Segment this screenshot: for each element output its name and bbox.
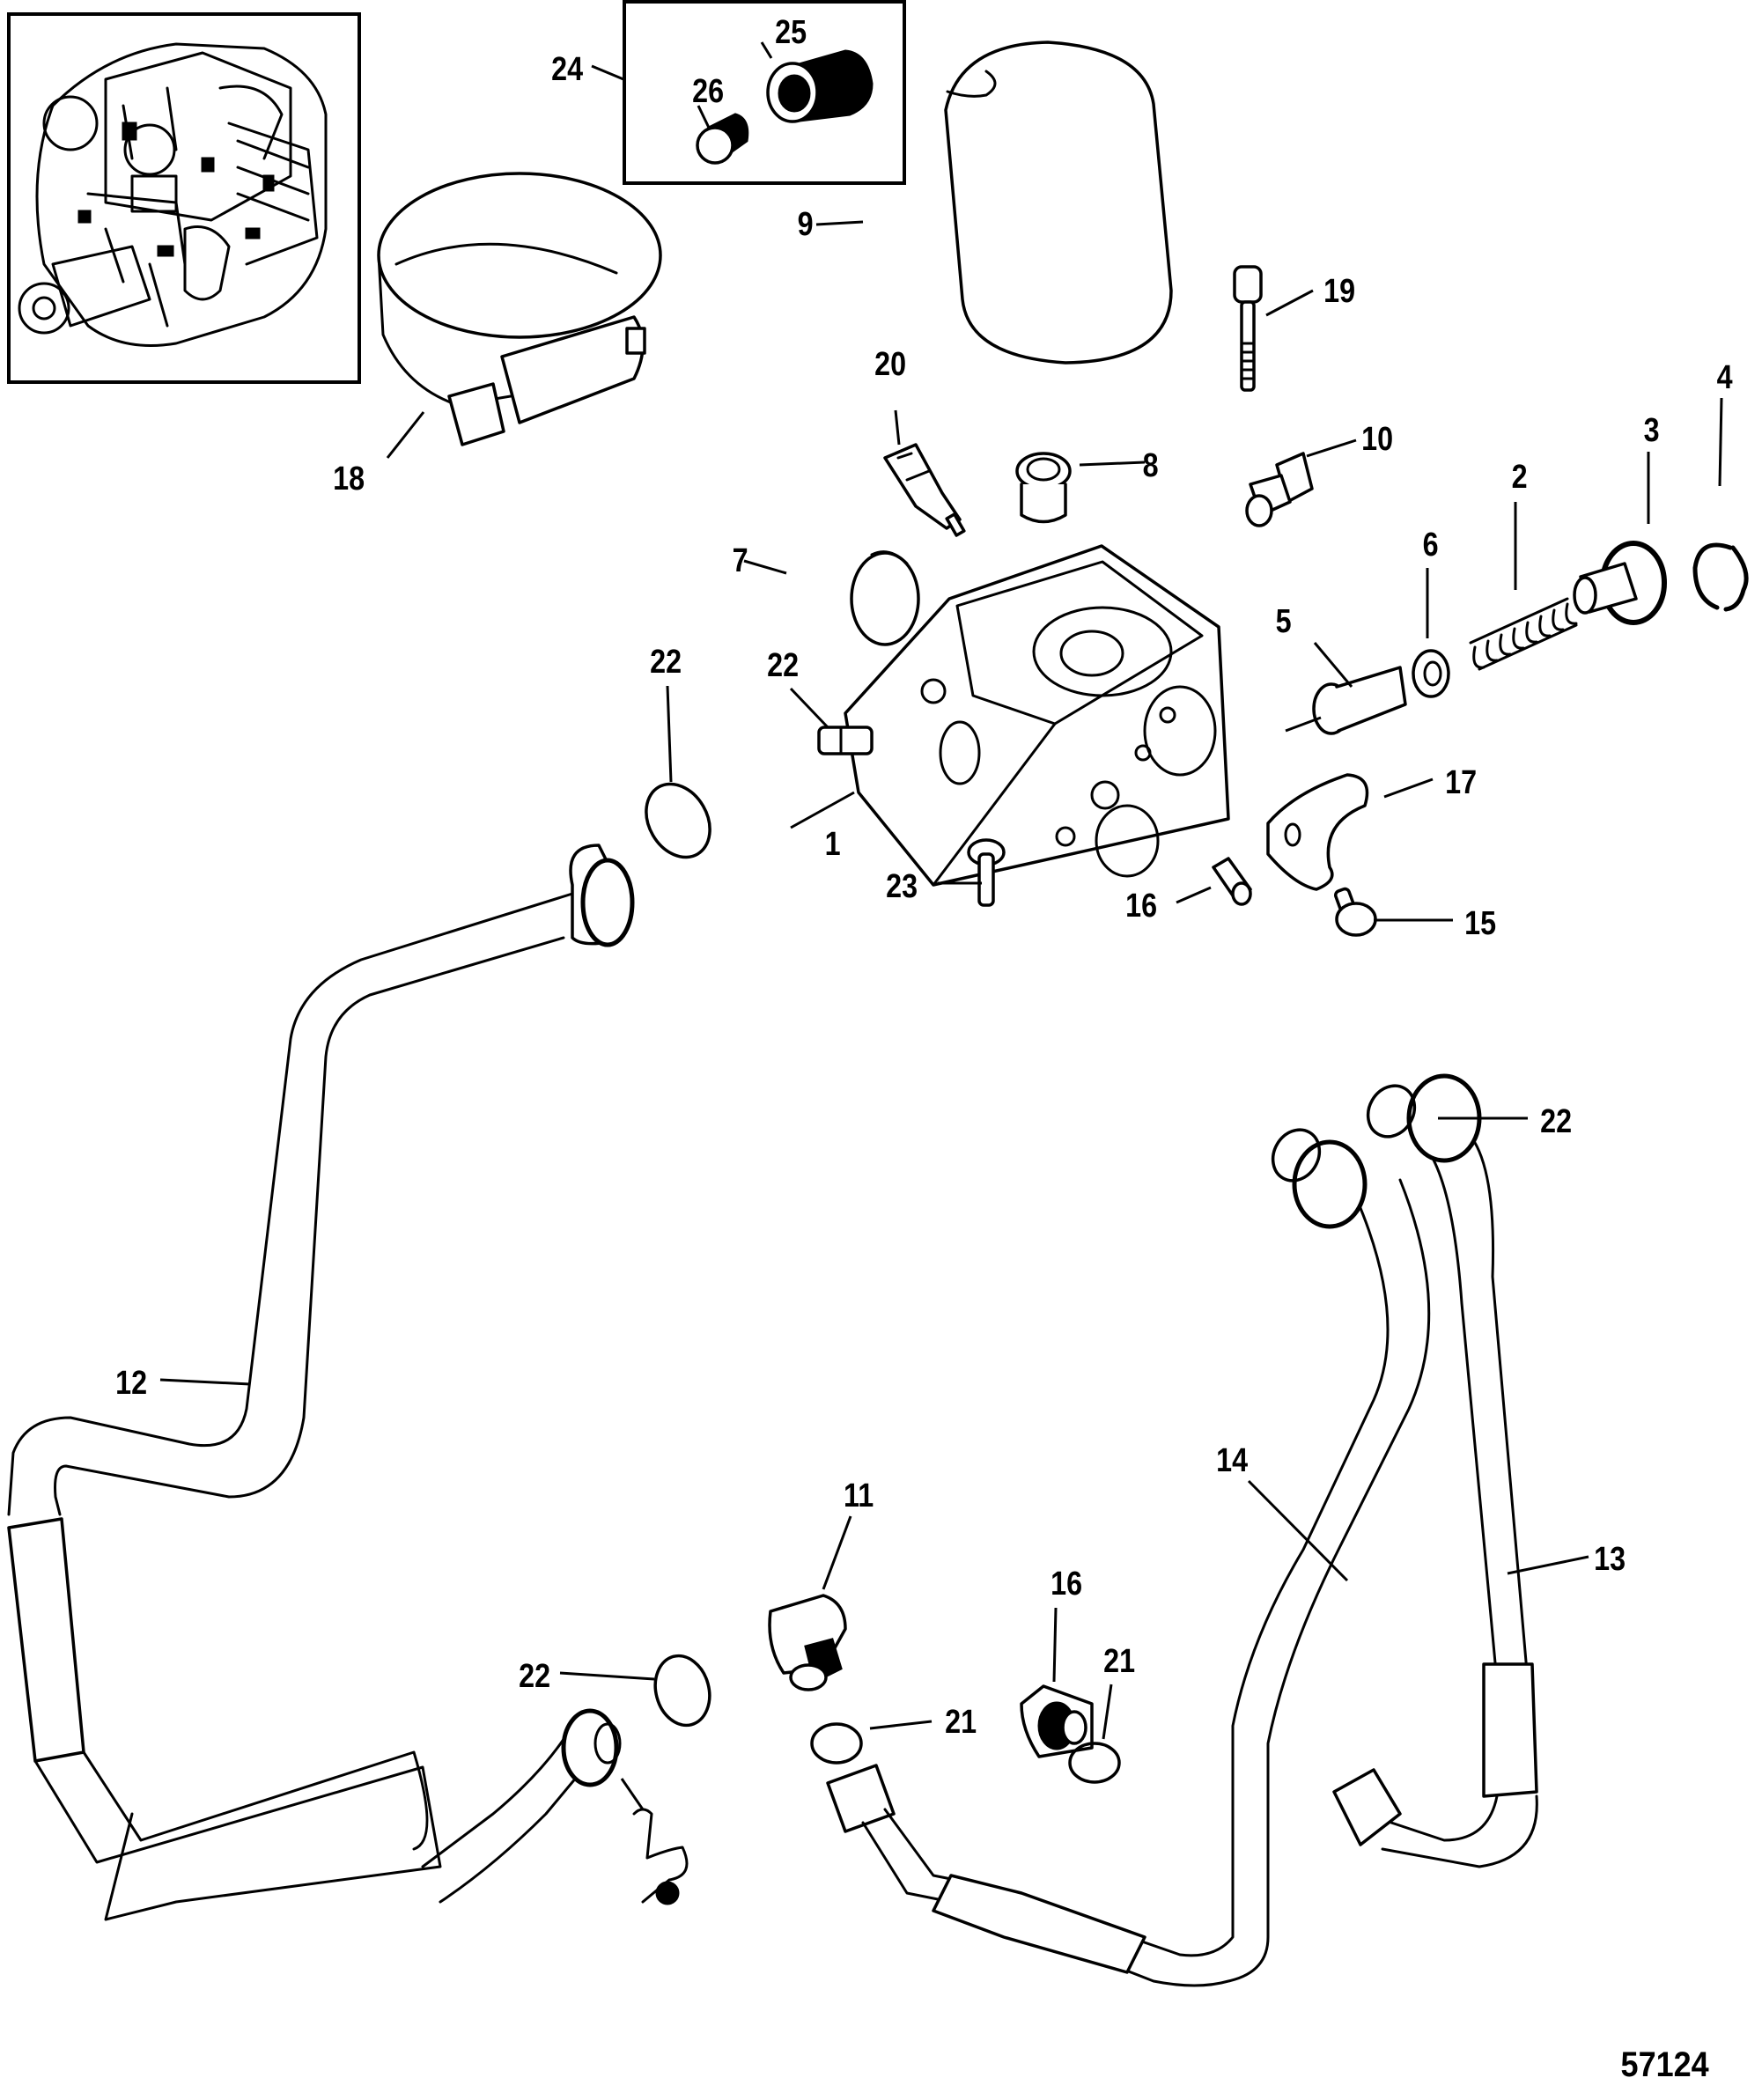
callout-15: 15 <box>1464 905 1497 942</box>
oil-line-14-part <box>826 1139 1431 1987</box>
callout-23: 23 <box>886 868 918 905</box>
elbow-fitting-part <box>768 1594 847 1691</box>
callout-14: 14 <box>1216 1442 1249 1479</box>
callout-17: 17 <box>1445 764 1478 801</box>
leader-1 <box>790 791 855 829</box>
plug-22-part <box>817 726 874 755</box>
callout-24: 24 <box>551 51 584 88</box>
leader-13 <box>1507 1555 1589 1575</box>
hose-clamp-part <box>377 172 662 446</box>
plug-part <box>696 113 749 165</box>
callout-2: 2 <box>1511 459 1528 496</box>
leader-17 <box>1383 777 1434 799</box>
callout-16-lower: 16 <box>1051 1566 1083 1603</box>
seal-washer-part <box>1412 649 1450 698</box>
leader-9 <box>815 220 864 226</box>
o-ring-22a-part <box>645 782 711 859</box>
oil-filter-part <box>944 41 1173 365</box>
callout-8: 8 <box>1142 447 1159 484</box>
leader-4 <box>1718 397 1723 487</box>
callout-9: 9 <box>797 206 814 243</box>
callout-22-oring-lower: 22 <box>519 1658 551 1695</box>
callout-3: 3 <box>1643 412 1660 449</box>
leader-7 <box>743 559 787 575</box>
callout-22-plug: 22 <box>767 647 800 684</box>
filter-nipple-part <box>1015 452 1072 524</box>
callout-26: 26 <box>692 73 725 110</box>
engine-locator-inset <box>7 12 361 384</box>
plug-kit-group-box <box>623 0 906 185</box>
leader-16b <box>1052 1607 1058 1683</box>
leader-19 <box>1265 289 1314 317</box>
oil-line-12-part <box>7 844 635 1921</box>
callout-1: 1 <box>824 826 841 863</box>
lower-bracket-part <box>632 1808 689 1905</box>
callout-22-oring-upper: 22 <box>650 644 682 681</box>
callout-22-orings-right: 22 <box>1540 1103 1573 1140</box>
callout-4: 4 <box>1716 359 1733 396</box>
leader-8 <box>1079 461 1146 467</box>
thermostat-valve-part <box>1285 666 1407 735</box>
leader-11 <box>822 1515 852 1590</box>
temperature-sender-part <box>883 443 966 537</box>
callout-18: 18 <box>333 461 365 497</box>
adapter-fitting-part <box>766 49 874 123</box>
callout-12: 12 <box>115 1365 148 1402</box>
retaining-ring-part <box>1692 542 1749 612</box>
screw-15-part <box>1334 887 1377 937</box>
screw-19-part <box>1233 265 1263 392</box>
callout-6: 6 <box>1422 527 1439 564</box>
callout-25: 25 <box>775 14 807 51</box>
leader-16a <box>1176 886 1212 904</box>
callout-13: 13 <box>1594 1541 1626 1578</box>
fitting-16-lower-part <box>1020 1684 1094 1758</box>
fitting-16-upper-part <box>1212 857 1252 906</box>
callout-21-upper: 21 <box>945 1704 977 1741</box>
leader-21a <box>869 1720 933 1730</box>
callout-20: 20 <box>874 346 907 383</box>
leader-22a <box>666 685 673 783</box>
leader-21b <box>1102 1684 1113 1740</box>
callout-11: 11 <box>844 1477 874 1514</box>
valve-plug-part <box>1573 541 1667 625</box>
pressure-sender-part <box>1245 452 1314 527</box>
callout-19: 19 <box>1323 273 1356 310</box>
callout-5: 5 <box>1275 603 1292 640</box>
callout-16-upper: 16 <box>1125 888 1158 925</box>
screw-23-part <box>967 838 1006 907</box>
figure-number: 57124 <box>1620 2045 1709 2084</box>
clamp-bracket-part <box>1266 773 1369 891</box>
leader-18 <box>386 411 425 459</box>
leader-22b <box>789 687 829 729</box>
o-ring-22c-part <box>1271 1084 1417 1183</box>
leader-5 <box>1313 642 1353 688</box>
leader-22d <box>559 1671 655 1681</box>
spring-part <box>1469 597 1578 671</box>
o-ring-21b-part <box>1068 1742 1121 1784</box>
leader-14 <box>1247 1479 1349 1582</box>
leader-bracket <box>620 1778 645 1810</box>
leader-20 <box>894 409 901 446</box>
leader-10 <box>1306 438 1357 458</box>
callout-21-lower: 21 <box>1103 1643 1136 1680</box>
callout-7: 7 <box>732 542 748 579</box>
o-ring-22d-part <box>653 1654 711 1728</box>
leader-12 <box>159 1378 251 1386</box>
o-ring-21a-part <box>810 1722 863 1765</box>
callout-10: 10 <box>1361 421 1394 458</box>
plug-cap-part <box>850 550 920 646</box>
